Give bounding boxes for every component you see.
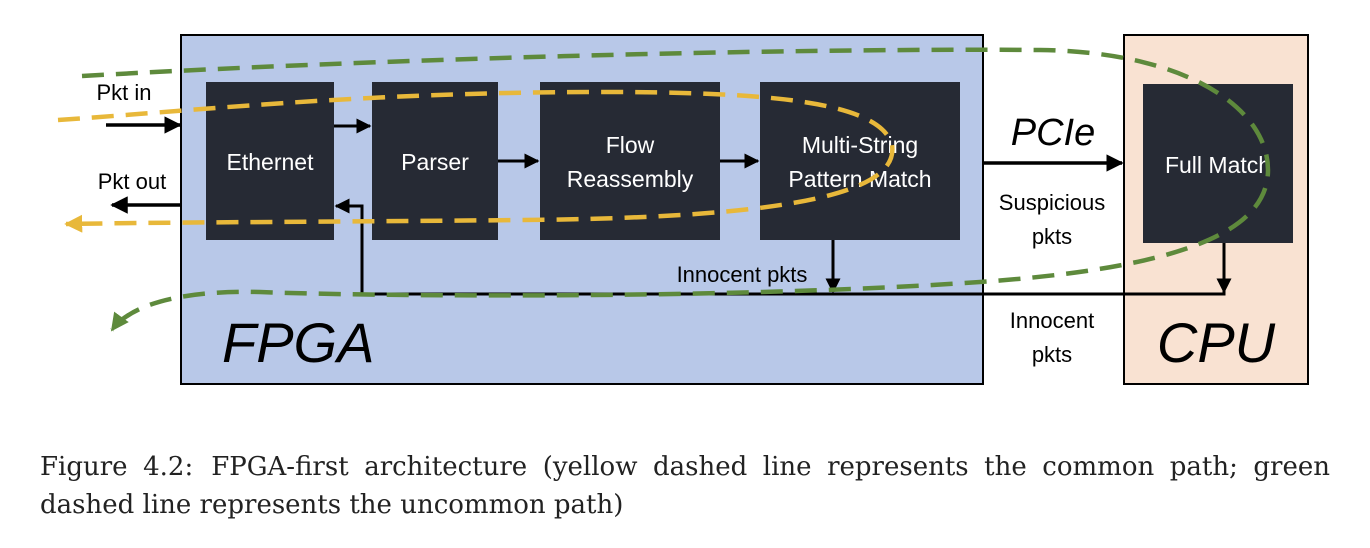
cpu-label: CPU [1157, 311, 1276, 374]
fpga-label: FPGA [222, 311, 374, 374]
flow-label: Flow [606, 132, 655, 158]
innocent-pkts-inner-label: Innocent pkts [677, 262, 808, 287]
pattern-match-block [760, 82, 960, 240]
common-path-yellow [57, 89, 895, 233]
innocent-outer-pkts-label: pkts [1032, 342, 1072, 367]
full-match-label: Full Match [1165, 152, 1271, 178]
figure-caption: Figure 4.2:FPGA-first architecture (yell… [40, 448, 1330, 524]
pkt-in-label: Pkt in [96, 80, 151, 105]
suspicious-pkts-label: pkts [1032, 224, 1072, 249]
figure-number: Figure 4.2: [40, 452, 194, 482]
suspicious-label: Suspicious [999, 190, 1105, 215]
pcie-label: PCIe [1011, 112, 1095, 154]
parser-label: Parser [401, 149, 469, 175]
pkt-out-label: Pkt out [98, 169, 166, 194]
ethernet-block [206, 82, 334, 240]
pattern-match-label: Pattern Match [788, 166, 931, 192]
parser-block [372, 82, 498, 240]
figure-caption-text: FPGA-first architecture (yellow dashed l… [40, 452, 1331, 520]
innocent-outer-label: Innocent [1010, 308, 1094, 333]
uncommon-path-green [81, 47, 1271, 332]
flow-reassembly-block [540, 82, 720, 240]
reassembly-label: Reassembly [567, 166, 694, 192]
multi-string-label: Multi-String [802, 132, 918, 158]
ethernet-label: Ethernet [227, 149, 315, 175]
